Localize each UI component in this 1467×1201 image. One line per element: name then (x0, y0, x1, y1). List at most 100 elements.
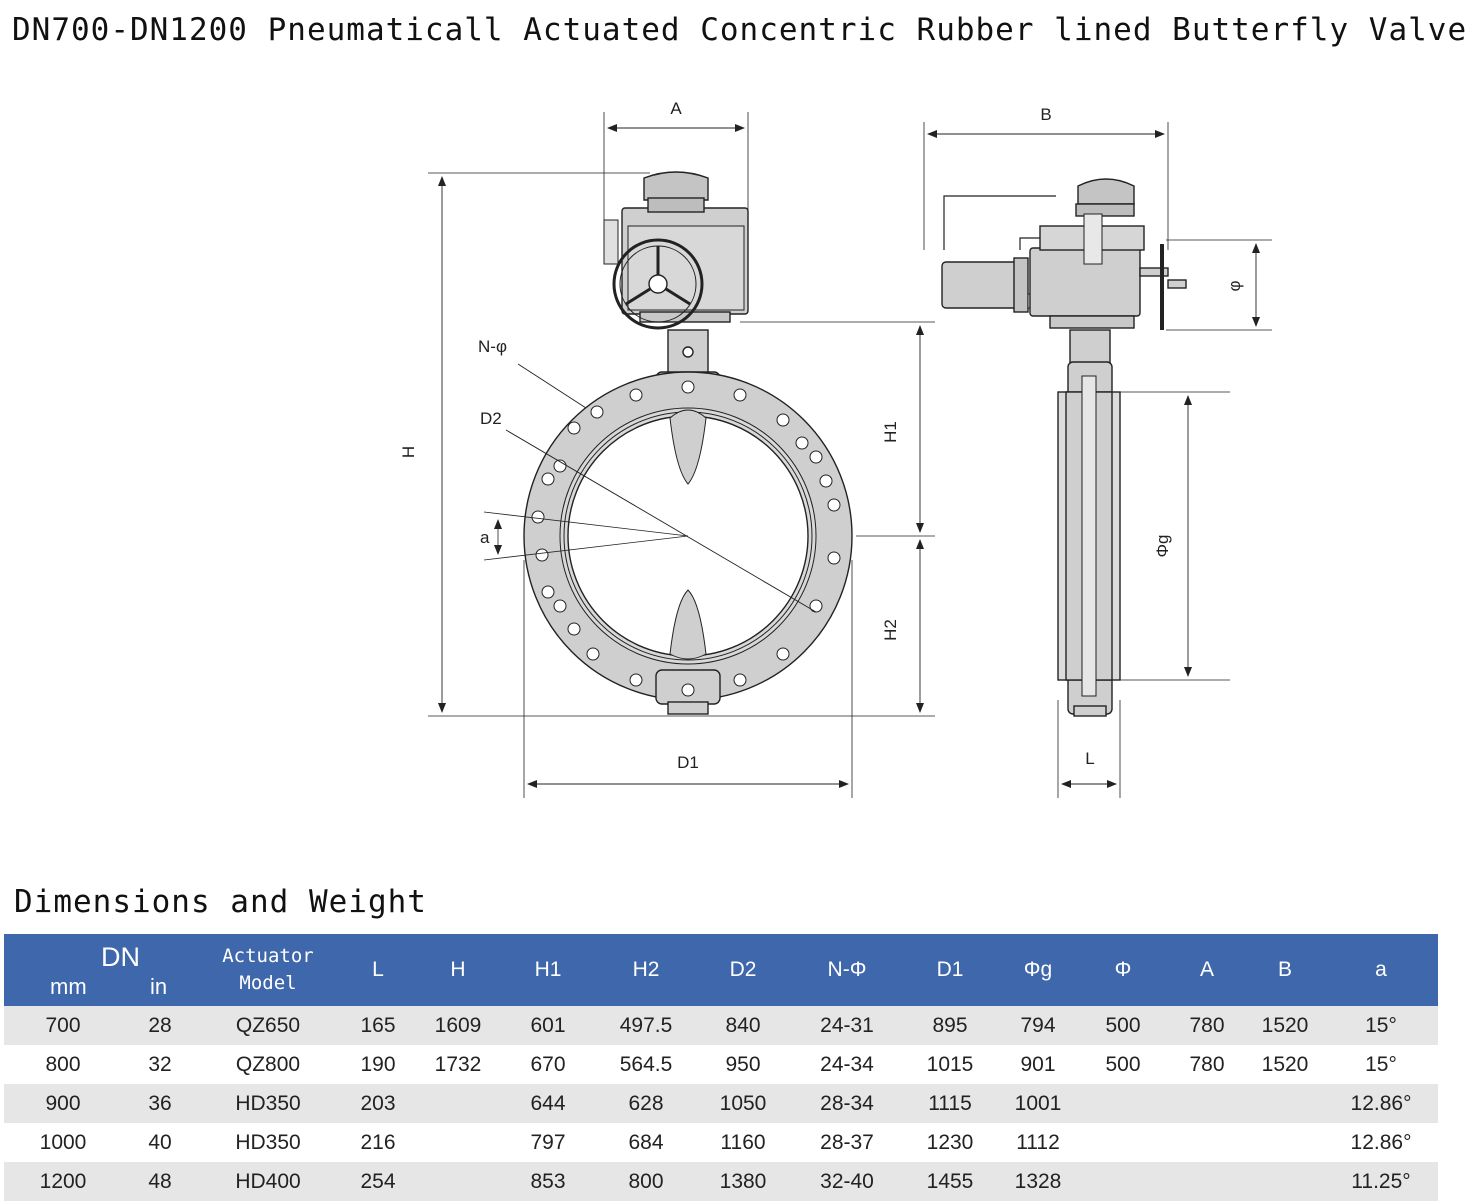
column-header: N-Φ (827, 958, 867, 981)
table-cell: 895 (932, 1013, 968, 1037)
table-cell (418, 1123, 498, 1162)
table-cell: 28-34 (820, 1091, 874, 1115)
front-view (428, 112, 935, 798)
table-cell: 901 (1020, 1052, 1056, 1076)
table-cell: 1520 (1261, 1013, 1309, 1037)
table-cell: 1112 (1016, 1130, 1060, 1154)
table-cell: 500 (1105, 1052, 1141, 1076)
label-d1-dimension: D1 (677, 753, 699, 772)
table-cell (1168, 1084, 1246, 1123)
table-cell: QZ650 (235, 1013, 301, 1037)
table-cell: 165 (360, 1013, 396, 1037)
table-cell (1078, 1123, 1168, 1162)
label-a-dimension: A (670, 99, 682, 118)
table-cell (1246, 1084, 1324, 1123)
table-header-row: DN mm in Actuator Model L H H1 H2 D2 N-Φ… (4, 934, 1438, 1006)
table-cell: 203 (360, 1091, 396, 1115)
table-cell: 840 (725, 1013, 761, 1037)
label-h-dimension: H (399, 446, 418, 458)
column-header: a (1375, 958, 1387, 981)
table-cell (1078, 1084, 1168, 1123)
label-h2-dimension: H2 (881, 619, 900, 641)
table-cell (1078, 1162, 1168, 1201)
table-cell: 32 (148, 1052, 172, 1076)
table-cell (418, 1162, 498, 1201)
table-row: 700 28 QZ650 165 1609 601 497.5 840 24-3… (4, 1006, 1438, 1045)
page-title: DN700-DN1200 Pneumaticall Actuated Conce… (12, 12, 1467, 48)
table-cell: 1520 (1261, 1052, 1309, 1076)
table-cell: 780 (1189, 1013, 1225, 1037)
table-cell: 644 (530, 1091, 566, 1115)
label-d2-dimension: D2 (480, 409, 502, 428)
table-cell: 1115 (928, 1091, 972, 1115)
table-cell (1246, 1123, 1324, 1162)
table-cell: 628 (628, 1091, 664, 1115)
table-cell: 700 (45, 1013, 81, 1037)
table-cell: 11.25° (1351, 1169, 1411, 1193)
table-cell: 1160 (720, 1130, 766, 1154)
table-cell: 500 (1105, 1013, 1141, 1037)
table-cell: 1200 (39, 1169, 87, 1193)
table-cell: 1000 (39, 1130, 87, 1154)
actuator-label: Actuator (222, 945, 314, 967)
label-phi-g-dimension: Φg (1153, 534, 1172, 557)
table-cell: 1380 (719, 1169, 767, 1193)
column-header: D2 (729, 958, 757, 981)
table-cell: 1050 (719, 1091, 767, 1115)
table-cell: 1609 (434, 1013, 482, 1037)
table-cell: HD350 (235, 1130, 301, 1154)
table-cell: 670 (530, 1052, 566, 1076)
table-cell (418, 1084, 498, 1123)
table-cell: 1455 (926, 1169, 974, 1193)
table-cell: 853 (530, 1169, 566, 1193)
table-cell: 1732 (434, 1052, 482, 1076)
table-cell: 24-31 (820, 1013, 874, 1037)
table-cell (1168, 1162, 1246, 1201)
table-cell: 1328 (1014, 1169, 1062, 1193)
side-view (923, 122, 1272, 798)
mm-label: mm (50, 974, 87, 999)
label-h1-dimension: H1 (881, 421, 900, 443)
table-cell: 24-34 (820, 1052, 874, 1076)
table-cell: 794 (1020, 1013, 1056, 1037)
table-cell: 12.86° (1350, 1130, 1412, 1154)
table-cell: 564.5 (619, 1052, 673, 1076)
table-cell: 1015 (926, 1052, 974, 1076)
table-row: 900 36 HD350 203 644 628 1050 28-34 1115… (4, 1084, 1438, 1123)
label-b-dimension: B (1040, 105, 1051, 124)
table-cell: HD400 (235, 1169, 301, 1193)
column-header: Φg (1023, 958, 1053, 981)
table-cell: 497.5 (619, 1013, 673, 1037)
table-cell: 216 (360, 1130, 396, 1154)
table-cell: 28 (148, 1013, 172, 1037)
table-cell: 36 (148, 1091, 172, 1115)
table-cell: HD350 (235, 1091, 301, 1115)
model-label: Model (239, 972, 297, 994)
table-cell: 800 (628, 1169, 664, 1193)
table-cell (1168, 1123, 1246, 1162)
column-header: A (1199, 958, 1214, 981)
table-cell: 12.86° (1350, 1091, 1412, 1115)
label-l-dimension: L (1085, 749, 1094, 768)
column-header: H (450, 958, 466, 981)
column-header: B (1277, 958, 1292, 981)
label-angle-a: a (480, 528, 490, 547)
dimensions-table: DN mm in Actuator Model L H H1 H2 D2 N-Φ… (4, 934, 1438, 1201)
table-cell: 797 (530, 1130, 566, 1154)
in-label: in (150, 974, 168, 999)
label-phi-dimension: φ (1225, 280, 1244, 291)
valve-drawing: A H H1 H2 D1 D2 N-φ a (399, 99, 1272, 798)
section-title: Dimensions and Weight (14, 884, 427, 920)
label-bolt-holes: N-φ (478, 337, 507, 356)
dn-label: DN (101, 942, 140, 972)
table-cell: 900 (45, 1091, 81, 1115)
table-row: 1200 48 HD400 254 853 800 1380 32-40 145… (4, 1162, 1438, 1201)
table-cell: 254 (360, 1169, 396, 1193)
table-cell: 1230 (926, 1130, 974, 1154)
table-cell: 15° (1365, 1013, 1397, 1037)
table-cell: 950 (725, 1052, 761, 1076)
table-cell: 800 (45, 1052, 81, 1076)
actuator-header: Actuator Model (198, 934, 338, 1006)
column-header: Φ (1114, 958, 1132, 981)
column-header: L (372, 958, 384, 981)
